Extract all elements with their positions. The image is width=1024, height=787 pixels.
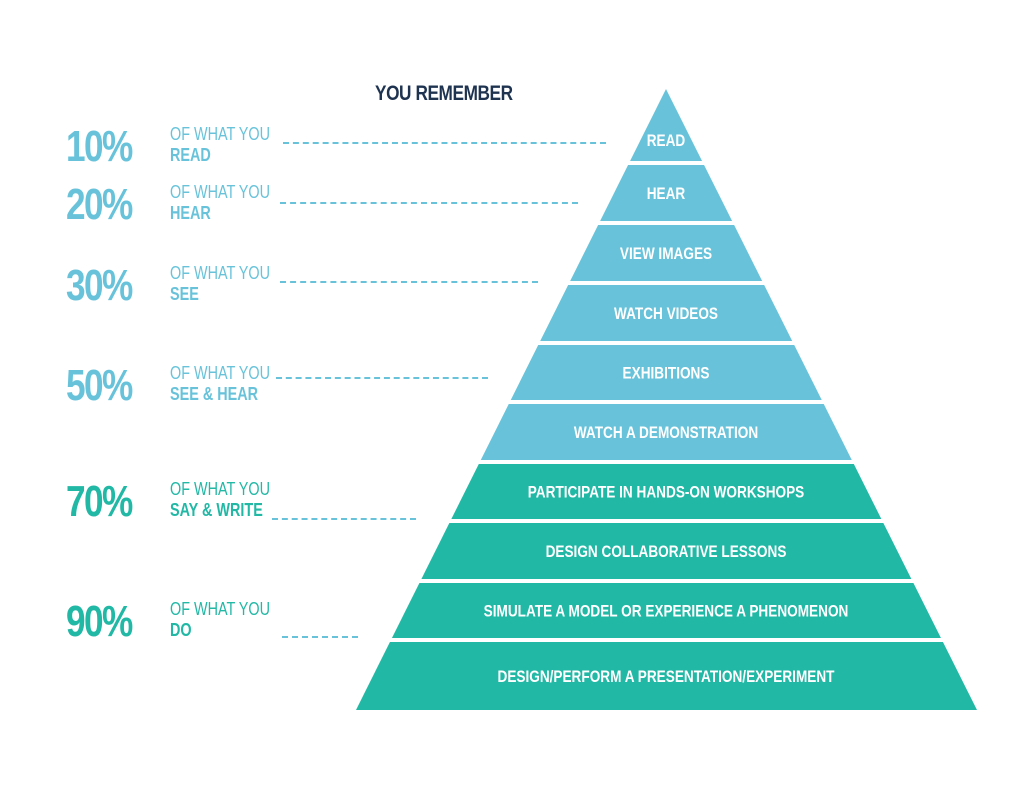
percent-value: 10% <box>66 122 133 171</box>
dashed-leader-line <box>280 202 578 204</box>
pyramid-band: SIMULATE A MODEL OR EXPERIENCE A PHENOME… <box>391 583 941 638</box>
percent-value: 70% <box>66 477 133 526</box>
percent-value: 30% <box>66 261 133 310</box>
prefix-text: OF WHAT YOU <box>170 124 271 144</box>
percent-value: 20% <box>66 180 133 229</box>
band-label: EXHIBITIONS <box>623 364 710 383</box>
band-shape <box>540 285 793 341</box>
band-shape <box>630 89 703 161</box>
band-label: DESIGN/PERFORM A PRESENTATION/EXPERIMENT <box>498 667 835 686</box>
prefix-text: OF WHAT YOU <box>170 599 271 619</box>
band-label: WATCH VIDEOS <box>614 304 718 323</box>
band-label: VIEW IMAGES <box>620 244 712 263</box>
pyramid-band: PARTICIPATE IN HANDS-ON WORKSHOPS <box>451 464 882 519</box>
band-label: READ <box>647 131 686 150</box>
activity-text: READ <box>170 145 211 165</box>
pyramid-band: EXHIBITIONS <box>510 345 822 400</box>
band-shape <box>356 642 977 710</box>
activity-text: HEAR <box>170 203 211 223</box>
percent-value: 50% <box>66 361 133 410</box>
pyramid-band: WATCH VIDEOS <box>540 285 793 341</box>
band-shape <box>451 464 882 519</box>
pyramid-band: DESIGN/PERFORM A PRESENTATION/EXPERIMENT <box>356 642 977 710</box>
prefix-text: OF WHAT YOU <box>170 479 271 499</box>
band-label: WATCH A DEMONSTRATION <box>574 423 758 442</box>
band-shape <box>421 523 912 579</box>
dashed-leader-line <box>272 518 416 520</box>
prefix-text: OF WHAT YOU <box>170 363 271 383</box>
pyramid-band: WATCH A DEMONSTRATION <box>480 404 852 460</box>
band-shape <box>480 404 852 460</box>
dashed-leader-line <box>282 636 358 638</box>
band-label: HEAR <box>647 184 686 203</box>
activity-text: DO <box>170 620 192 640</box>
pyramid-title: YOU REMEMBER <box>375 82 513 105</box>
dashed-leader-line <box>280 281 538 283</box>
pyramid-band: VIEW IMAGES <box>570 225 763 281</box>
pyramid-band: HEAR <box>600 165 733 221</box>
activity-text: SAY & WRITE <box>170 500 263 520</box>
prefix-text: OF WHAT YOU <box>170 182 271 202</box>
band-shape <box>391 583 941 638</box>
band-shape <box>510 345 822 400</box>
pyramid-band: READ <box>630 89 703 161</box>
activity-text: SEE <box>170 284 199 304</box>
dashed-leader-line <box>283 142 606 144</box>
band-shape <box>600 165 733 221</box>
band-label: DESIGN COLLABORATIVE LESSONS <box>546 542 787 561</box>
band-label: SIMULATE A MODEL OR EXPERIENCE A PHENOME… <box>484 602 849 621</box>
percent-value: 90% <box>66 597 133 646</box>
activity-text: SEE & HEAR <box>170 384 259 404</box>
band-label: PARTICIPATE IN HANDS-ON WORKSHOPS <box>528 483 805 502</box>
band-shape <box>570 225 763 281</box>
pyramid-band: DESIGN COLLABORATIVE LESSONS <box>421 523 912 579</box>
dashed-leader-line <box>276 377 488 379</box>
prefix-text: OF WHAT YOU <box>170 263 271 283</box>
